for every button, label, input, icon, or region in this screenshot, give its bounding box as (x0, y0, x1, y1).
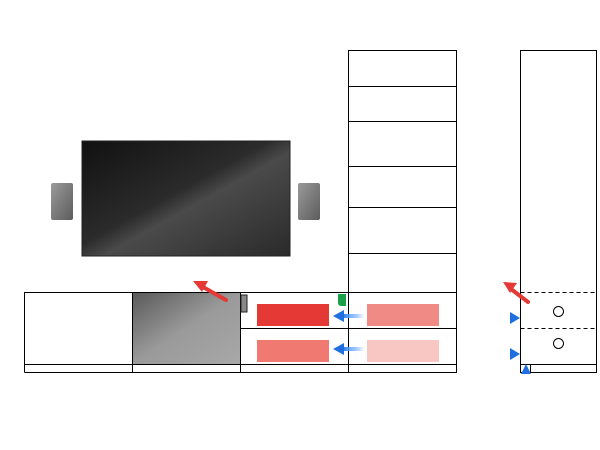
triangle-right-icon (510, 312, 520, 324)
drawer-front-bottom-left (257, 340, 329, 362)
drawer-front-top-left (257, 304, 329, 326)
circle-knob-icon (553, 306, 564, 317)
left-speaker (51, 183, 73, 220)
circle-knob-icon (553, 338, 564, 349)
tv-screen (81, 140, 291, 257)
glass-door-panel (133, 293, 240, 364)
front-view (24, 50, 457, 373)
side-panel (520, 50, 597, 373)
triangle-up-icon (521, 364, 531, 374)
arrow-up-left-icon (503, 282, 530, 304)
drawer-front-top-right (367, 304, 439, 326)
drawer-front-bottom-right (367, 340, 439, 362)
green-tab-icon (338, 294, 346, 306)
low-cabinet (24, 292, 457, 373)
arrow-left-icon (333, 343, 364, 355)
side-view (503, 50, 597, 374)
door-hinge (240, 294, 248, 313)
right-speaker (298, 183, 320, 220)
arrow-left-icon (333, 310, 364, 322)
arrow-up-left-icon (193, 281, 228, 302)
triangle-right-icon (510, 348, 520, 360)
